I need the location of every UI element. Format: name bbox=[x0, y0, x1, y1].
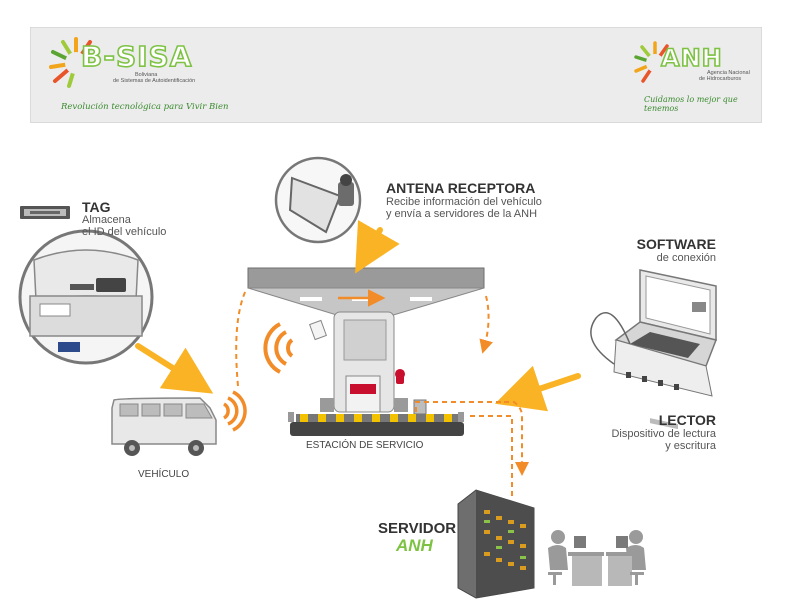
bsisa-subtitle-1: Boliviana bbox=[135, 72, 158, 78]
arrow-software-to-reader bbox=[494, 365, 581, 412]
antenna-line1: Recibe información del vehículo bbox=[386, 196, 542, 208]
operators-illustration bbox=[548, 530, 646, 586]
station-label: ESTACIÓN DE SERVICIO bbox=[306, 440, 424, 451]
service-station-illustration bbox=[247, 267, 485, 436]
arrow-tag-to-van bbox=[135, 343, 214, 394]
bsisa-subtitle-2: de Sistemas de Autoidentificación bbox=[113, 78, 196, 84]
van-signal-icon bbox=[222, 390, 247, 432]
anh-sunburst-icon bbox=[634, 41, 669, 83]
server-subtitle: ANH bbox=[396, 536, 433, 555]
antenna-title: ANTENA RECEPTORA bbox=[386, 180, 536, 196]
bsisa-slogan: Revolución tecnológica para Vivir Bien bbox=[61, 102, 229, 112]
software-title: SOFTWARE bbox=[636, 236, 716, 252]
antenna-line2: y envía a servidores de la ANH bbox=[386, 208, 538, 220]
server-rack-illustration bbox=[457, 489, 535, 599]
laptop-illustration bbox=[613, 269, 718, 430]
bsisa-sunburst-icon bbox=[49, 37, 92, 88]
anh-slogan: Cuidamos lo mejor que tenemos bbox=[644, 95, 738, 113]
flow-arrows bbox=[135, 220, 581, 412]
header-banner: B-SISA Boliviana de Sistemas de Autoiden… bbox=[30, 27, 762, 123]
anh-subtitle-2: de Hidrocarburos bbox=[699, 76, 742, 82]
software-line1: de conexión bbox=[656, 252, 716, 264]
station-signal-icon bbox=[263, 322, 294, 374]
bsisa-logo-text: B-SISA bbox=[80, 39, 193, 74]
anh-subtitle-1: Agencia Nacional bbox=[707, 70, 750, 76]
tag-line1: Almacena bbox=[82, 214, 131, 226]
anh-logo-text: ANH bbox=[660, 43, 723, 73]
reader-title: LECTOR bbox=[658, 412, 716, 428]
reader-line1: Dispositivo de lectura bbox=[611, 428, 716, 440]
reader-line2: y escritura bbox=[665, 440, 716, 452]
arrow-antenna-to-station bbox=[355, 220, 400, 274]
data-path-lines bbox=[235, 289, 529, 500]
van-illustration bbox=[111, 397, 217, 456]
antenna-receiver-illustration bbox=[274, 156, 362, 244]
tag-title: TAG bbox=[82, 199, 111, 215]
tag-device-icon bbox=[20, 206, 70, 219]
tag-line2: el ID del vehículo bbox=[82, 226, 167, 238]
server-title: SERVIDOR bbox=[378, 520, 457, 537]
windshield-detail-illustration bbox=[18, 229, 154, 365]
vehicle-label: VEHÍCULO bbox=[138, 469, 190, 480]
usb-cable bbox=[590, 312, 631, 365]
